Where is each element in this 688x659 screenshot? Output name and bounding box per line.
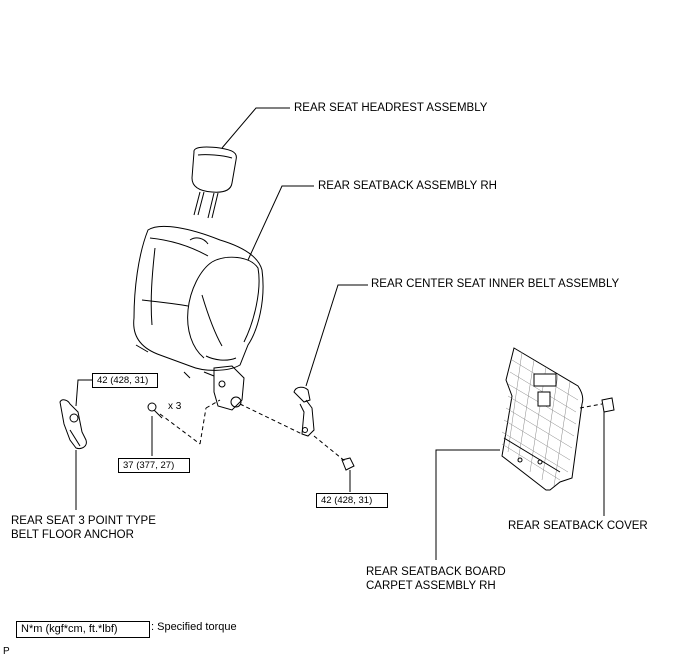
legend-description: : Specified torque: [151, 621, 237, 633]
floor-anchor-part: [59, 399, 87, 449]
center-belt-part: [293, 386, 315, 437]
headrest-part: [191, 146, 237, 219]
headrest-label: REAR SEAT HEADREST ASSEMBLY: [294, 102, 488, 114]
quantity-label: x 3: [168, 401, 182, 412]
belt-bolt-part: [341, 457, 355, 471]
seatback-cover-label: REAR SEATBACK COVER: [508, 520, 648, 532]
torque-anchor: 42 (428, 31): [92, 373, 158, 388]
floor-anchor-label-line2: BELT FLOOR ANCHOR: [11, 529, 134, 541]
leader-lines: [75, 107, 605, 560]
bolt-part: [147, 402, 163, 419]
seatback-cover-part: [601, 397, 615, 413]
assembly-dashed-lines: [159, 399, 603, 463]
seatback-board-label-line1: REAR SEATBACK BOARD: [366, 566, 506, 578]
seatback-board-label-line2: CARPET ASSEMBLY RH: [366, 580, 496, 592]
torque-belt: 42 (428, 31): [316, 493, 388, 508]
seatback-board-part: [501, 347, 584, 491]
legend-torque-unit: N*m (kgf*cm, ft.*lbf): [16, 621, 150, 638]
seatback-part: [133, 225, 264, 411]
corner-code: P: [3, 646, 10, 657]
center-belt-label: REAR CENTER SEAT INNER BELT ASSEMBLY: [371, 278, 620, 290]
floor-anchor-label-line1: REAR SEAT 3 POINT TYPE: [11, 515, 156, 527]
torque-bolts: 37 (377, 27): [118, 458, 190, 473]
seatback-label: REAR SEATBACK ASSEMBLY RH: [318, 180, 497, 192]
